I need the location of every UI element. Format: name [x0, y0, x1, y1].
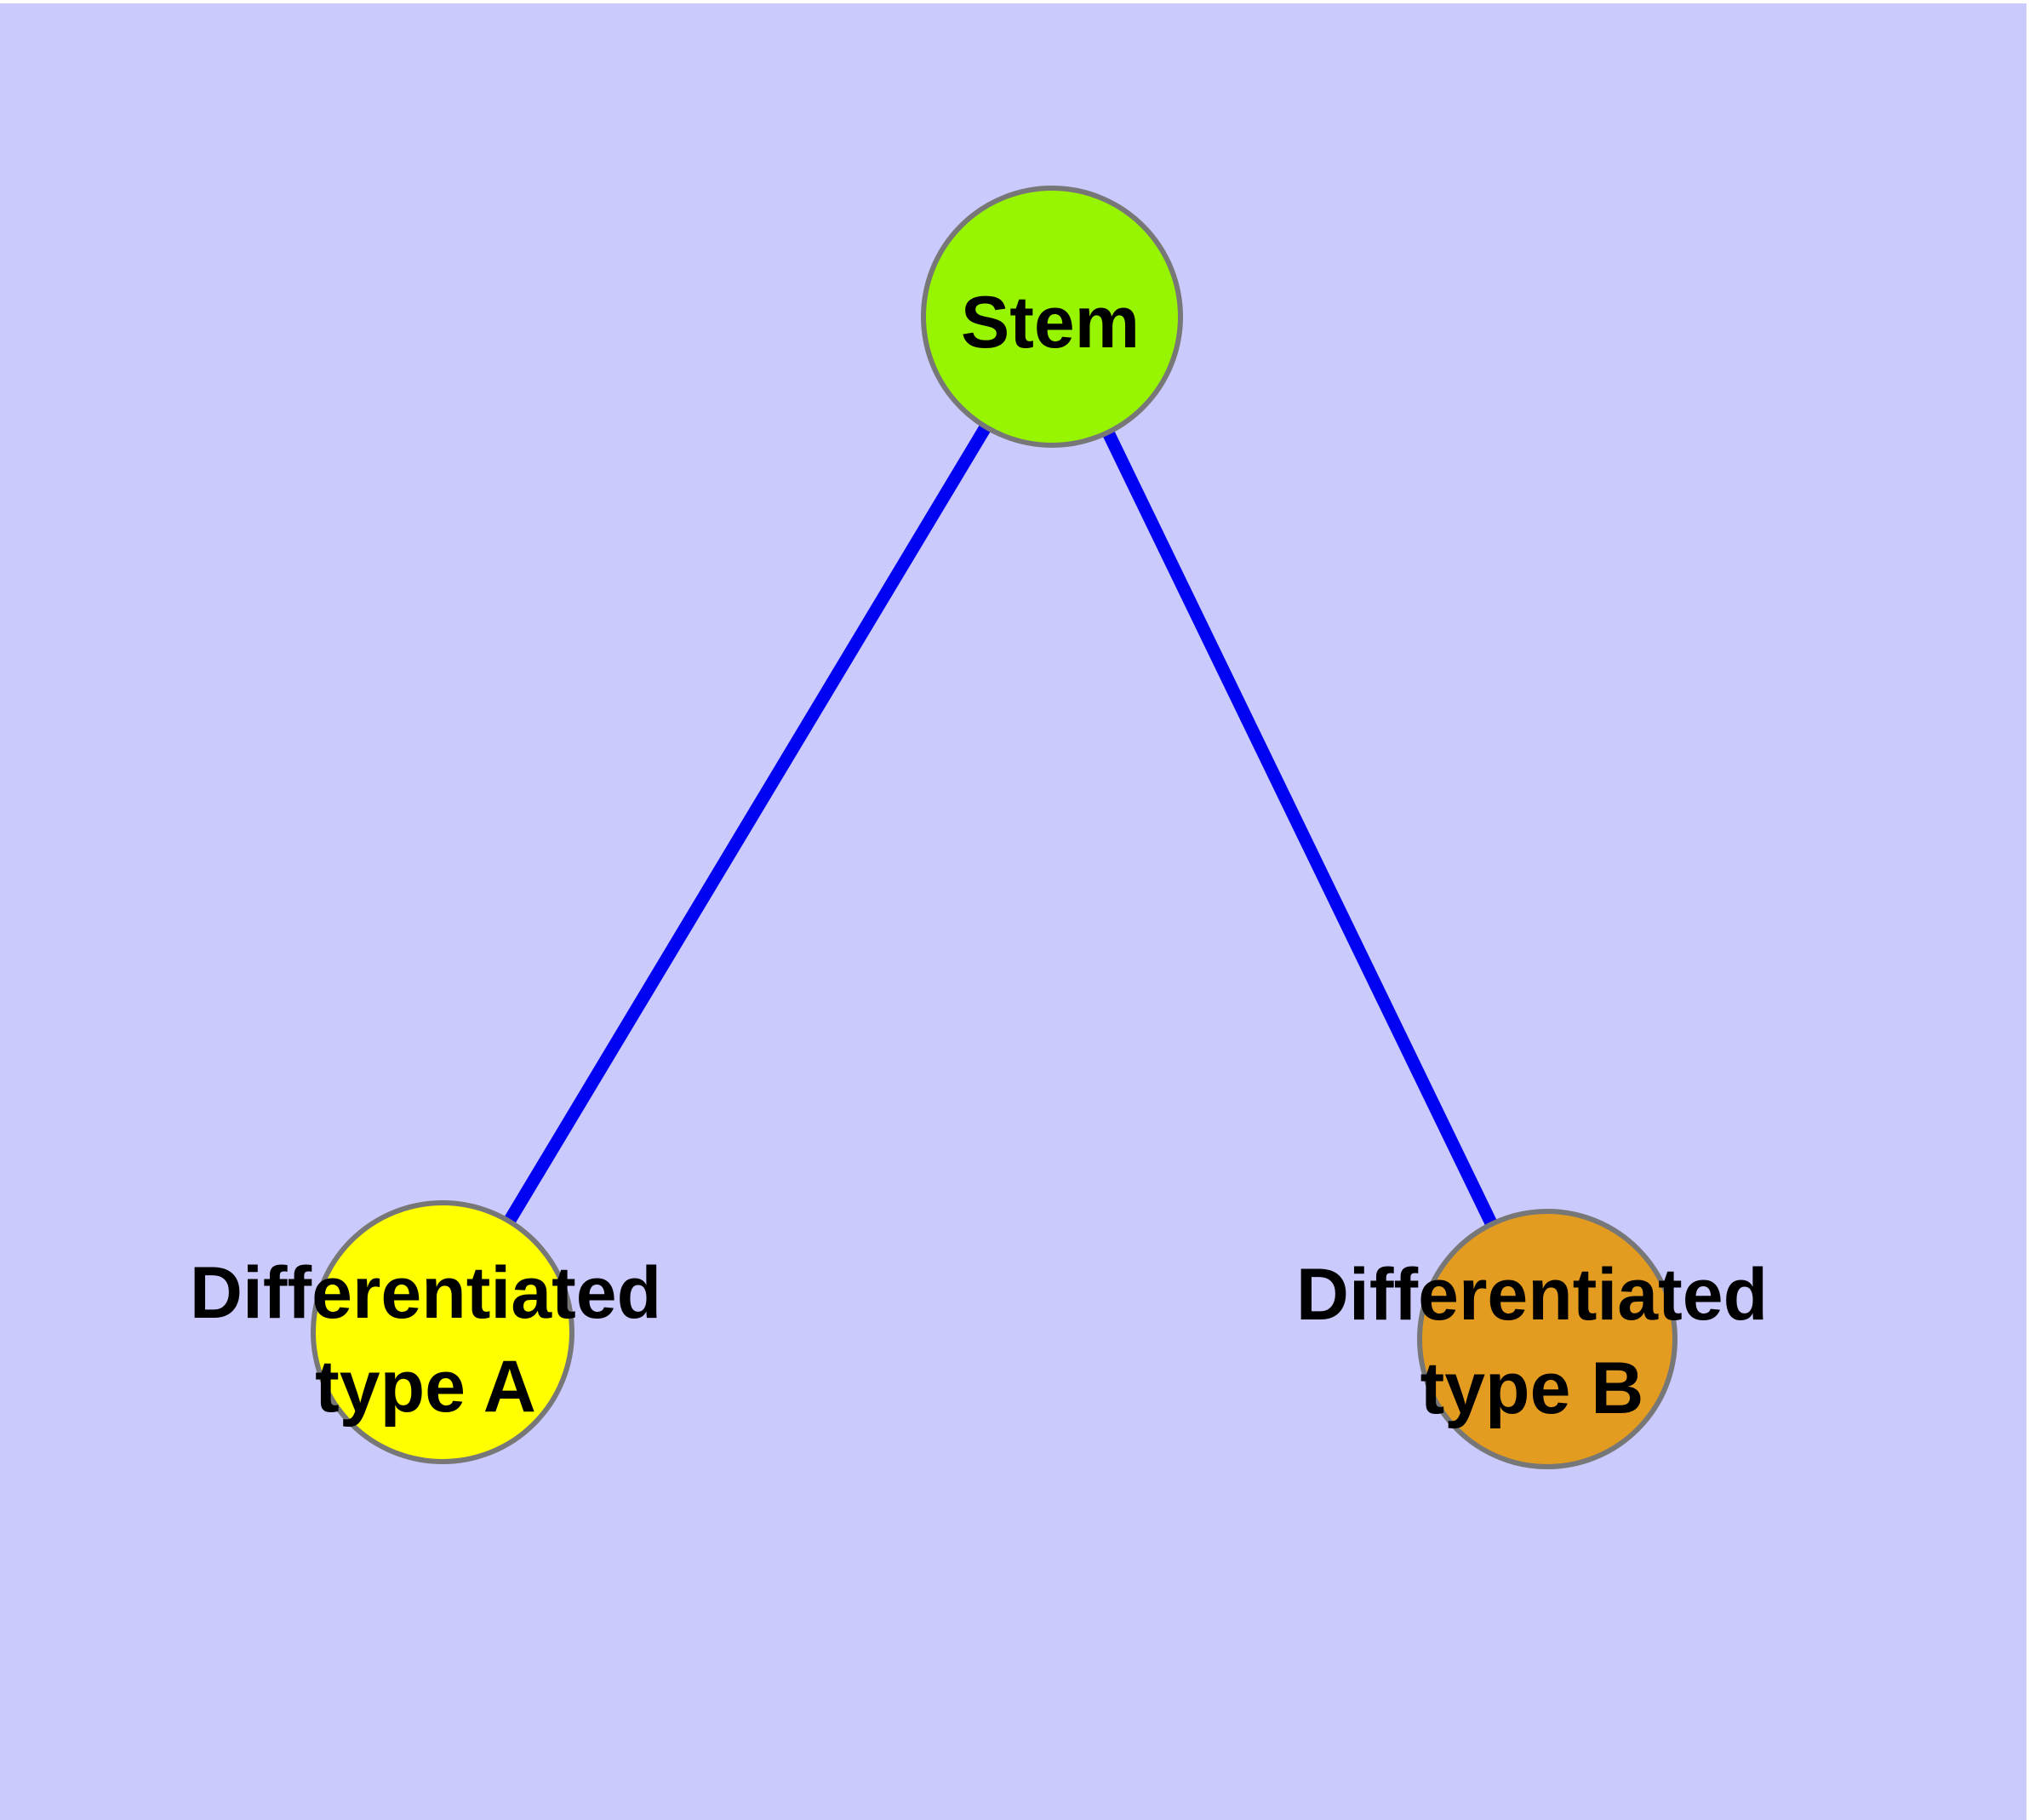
- edge-stem-to-type-b: [1046, 313, 1553, 1342]
- node-stem-circle: [921, 186, 1183, 448]
- node-type-b-circle: [1417, 1209, 1677, 1469]
- node-type-a-circle: [311, 1200, 574, 1464]
- node-type-b-label-line1: Differentiated: [1296, 1254, 1768, 1336]
- node-stem-label: Stem: [961, 282, 1140, 363]
- node-type-b-label-line2: type B: [1420, 1348, 1644, 1429]
- node-type-a-label-line1: Differentiated: [190, 1252, 661, 1334]
- edge-stem-to-type-a: [437, 313, 1058, 1336]
- node-type-a-label-line2: type A: [315, 1346, 536, 1428]
